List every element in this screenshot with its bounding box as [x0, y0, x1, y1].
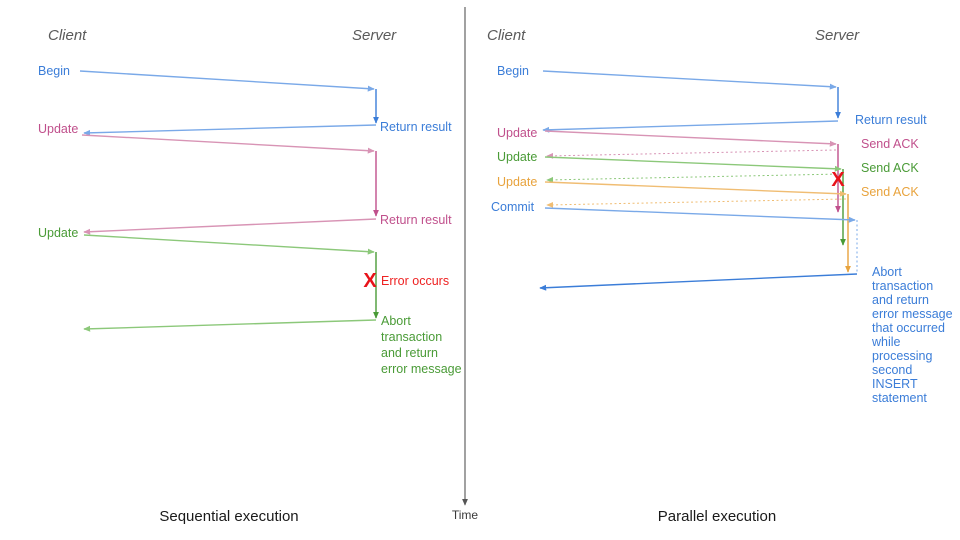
- parallel-abort-text-line: while: [871, 335, 901, 349]
- parallel-lane-title-client: Client: [487, 27, 526, 44]
- parallel-lane-title-server: Server: [815, 27, 860, 44]
- sequential-message-label: Update: [38, 122, 78, 136]
- parallel-arrow-begin-return: [542, 120, 839, 133]
- parallel-abort-text-line: second: [872, 363, 912, 377]
- chrome-layer: Time: [452, 7, 479, 522]
- sequential-lane-title-server: Server: [352, 27, 397, 44]
- parallel-arrow-commit-request: [544, 207, 856, 223]
- sequential-caption: Sequential execution: [159, 508, 298, 525]
- parallel-message-label: Send ACK: [861, 161, 919, 175]
- time-axis-label: Time: [452, 508, 479, 522]
- sequential-message-label: Update: [38, 226, 78, 240]
- parallel-arrow-update3-request: [544, 181, 847, 197]
- parallel-caption: Parallel execution: [658, 508, 776, 525]
- parallel-abort-text-line: Abort: [872, 265, 902, 279]
- parallel-arrow-update1-ack: [546, 149, 837, 159]
- parallel-message-label: Commit: [491, 200, 535, 214]
- parallel-abort-text-line: processing: [872, 349, 932, 363]
- sequential-message-label: Return result: [380, 120, 452, 134]
- parallel-arrow-update3-ack: [546, 198, 847, 208]
- parallel-message-label: Send ACK: [861, 137, 919, 151]
- parallel-abort-text-line: INSERT: [872, 377, 918, 391]
- sequential-abort-text-line: and return: [381, 346, 438, 360]
- parallel-arrow-update1-request: [544, 130, 837, 147]
- sequential-arrow-begin-request: [79, 70, 375, 92]
- sequential-arrow-update1-return: [83, 218, 377, 235]
- sequential-arrow-update1-request: [81, 134, 375, 154]
- sequential-arrow-update2-request: [83, 234, 375, 255]
- sequential-error-text: Error occurs: [381, 274, 449, 288]
- parallel-abort-text-line: statement: [872, 391, 927, 405]
- sequential-abort-text-line: error message: [381, 362, 462, 376]
- parallel-abort-text-line: error message: [872, 307, 953, 321]
- parallel-arrow-begin-request: [542, 70, 837, 90]
- parallel-message-label: Update: [497, 150, 537, 164]
- sequential-error-x-icon: X: [363, 270, 377, 292]
- parallel-message-label: Begin: [497, 64, 529, 78]
- parallel-abort-text-line: transaction: [872, 279, 933, 293]
- parallel-abort-text-line: and return: [872, 293, 929, 307]
- parallel-message-label: Return result: [855, 113, 927, 127]
- parallel-message-label: Send ACK: [861, 185, 919, 199]
- parallel-arrow-update2-ack: [546, 173, 842, 183]
- sequential-message-label: Begin: [38, 64, 70, 78]
- parallel-abort-text-line: that occurred: [872, 321, 945, 335]
- sequential-arrow-abort-return: [83, 319, 377, 332]
- parallel-message-label: Update: [497, 175, 537, 189]
- parallel-arrow-update2-request: [544, 156, 842, 172]
- parallel-message-label: Update: [497, 126, 537, 140]
- parallel-arrow-abort-return: [539, 273, 858, 291]
- sequential-lane-title-client: Client: [48, 27, 87, 44]
- sequential-arrow-begin-return: [83, 124, 377, 136]
- sequential-abort-text-line: transaction: [381, 330, 442, 344]
- arrows-layer: [79, 70, 858, 332]
- parallel-error-x-icon: X: [831, 169, 845, 191]
- sequential-abort-text-line: Abort: [381, 314, 411, 328]
- sequential-message-label: Return result: [380, 213, 452, 227]
